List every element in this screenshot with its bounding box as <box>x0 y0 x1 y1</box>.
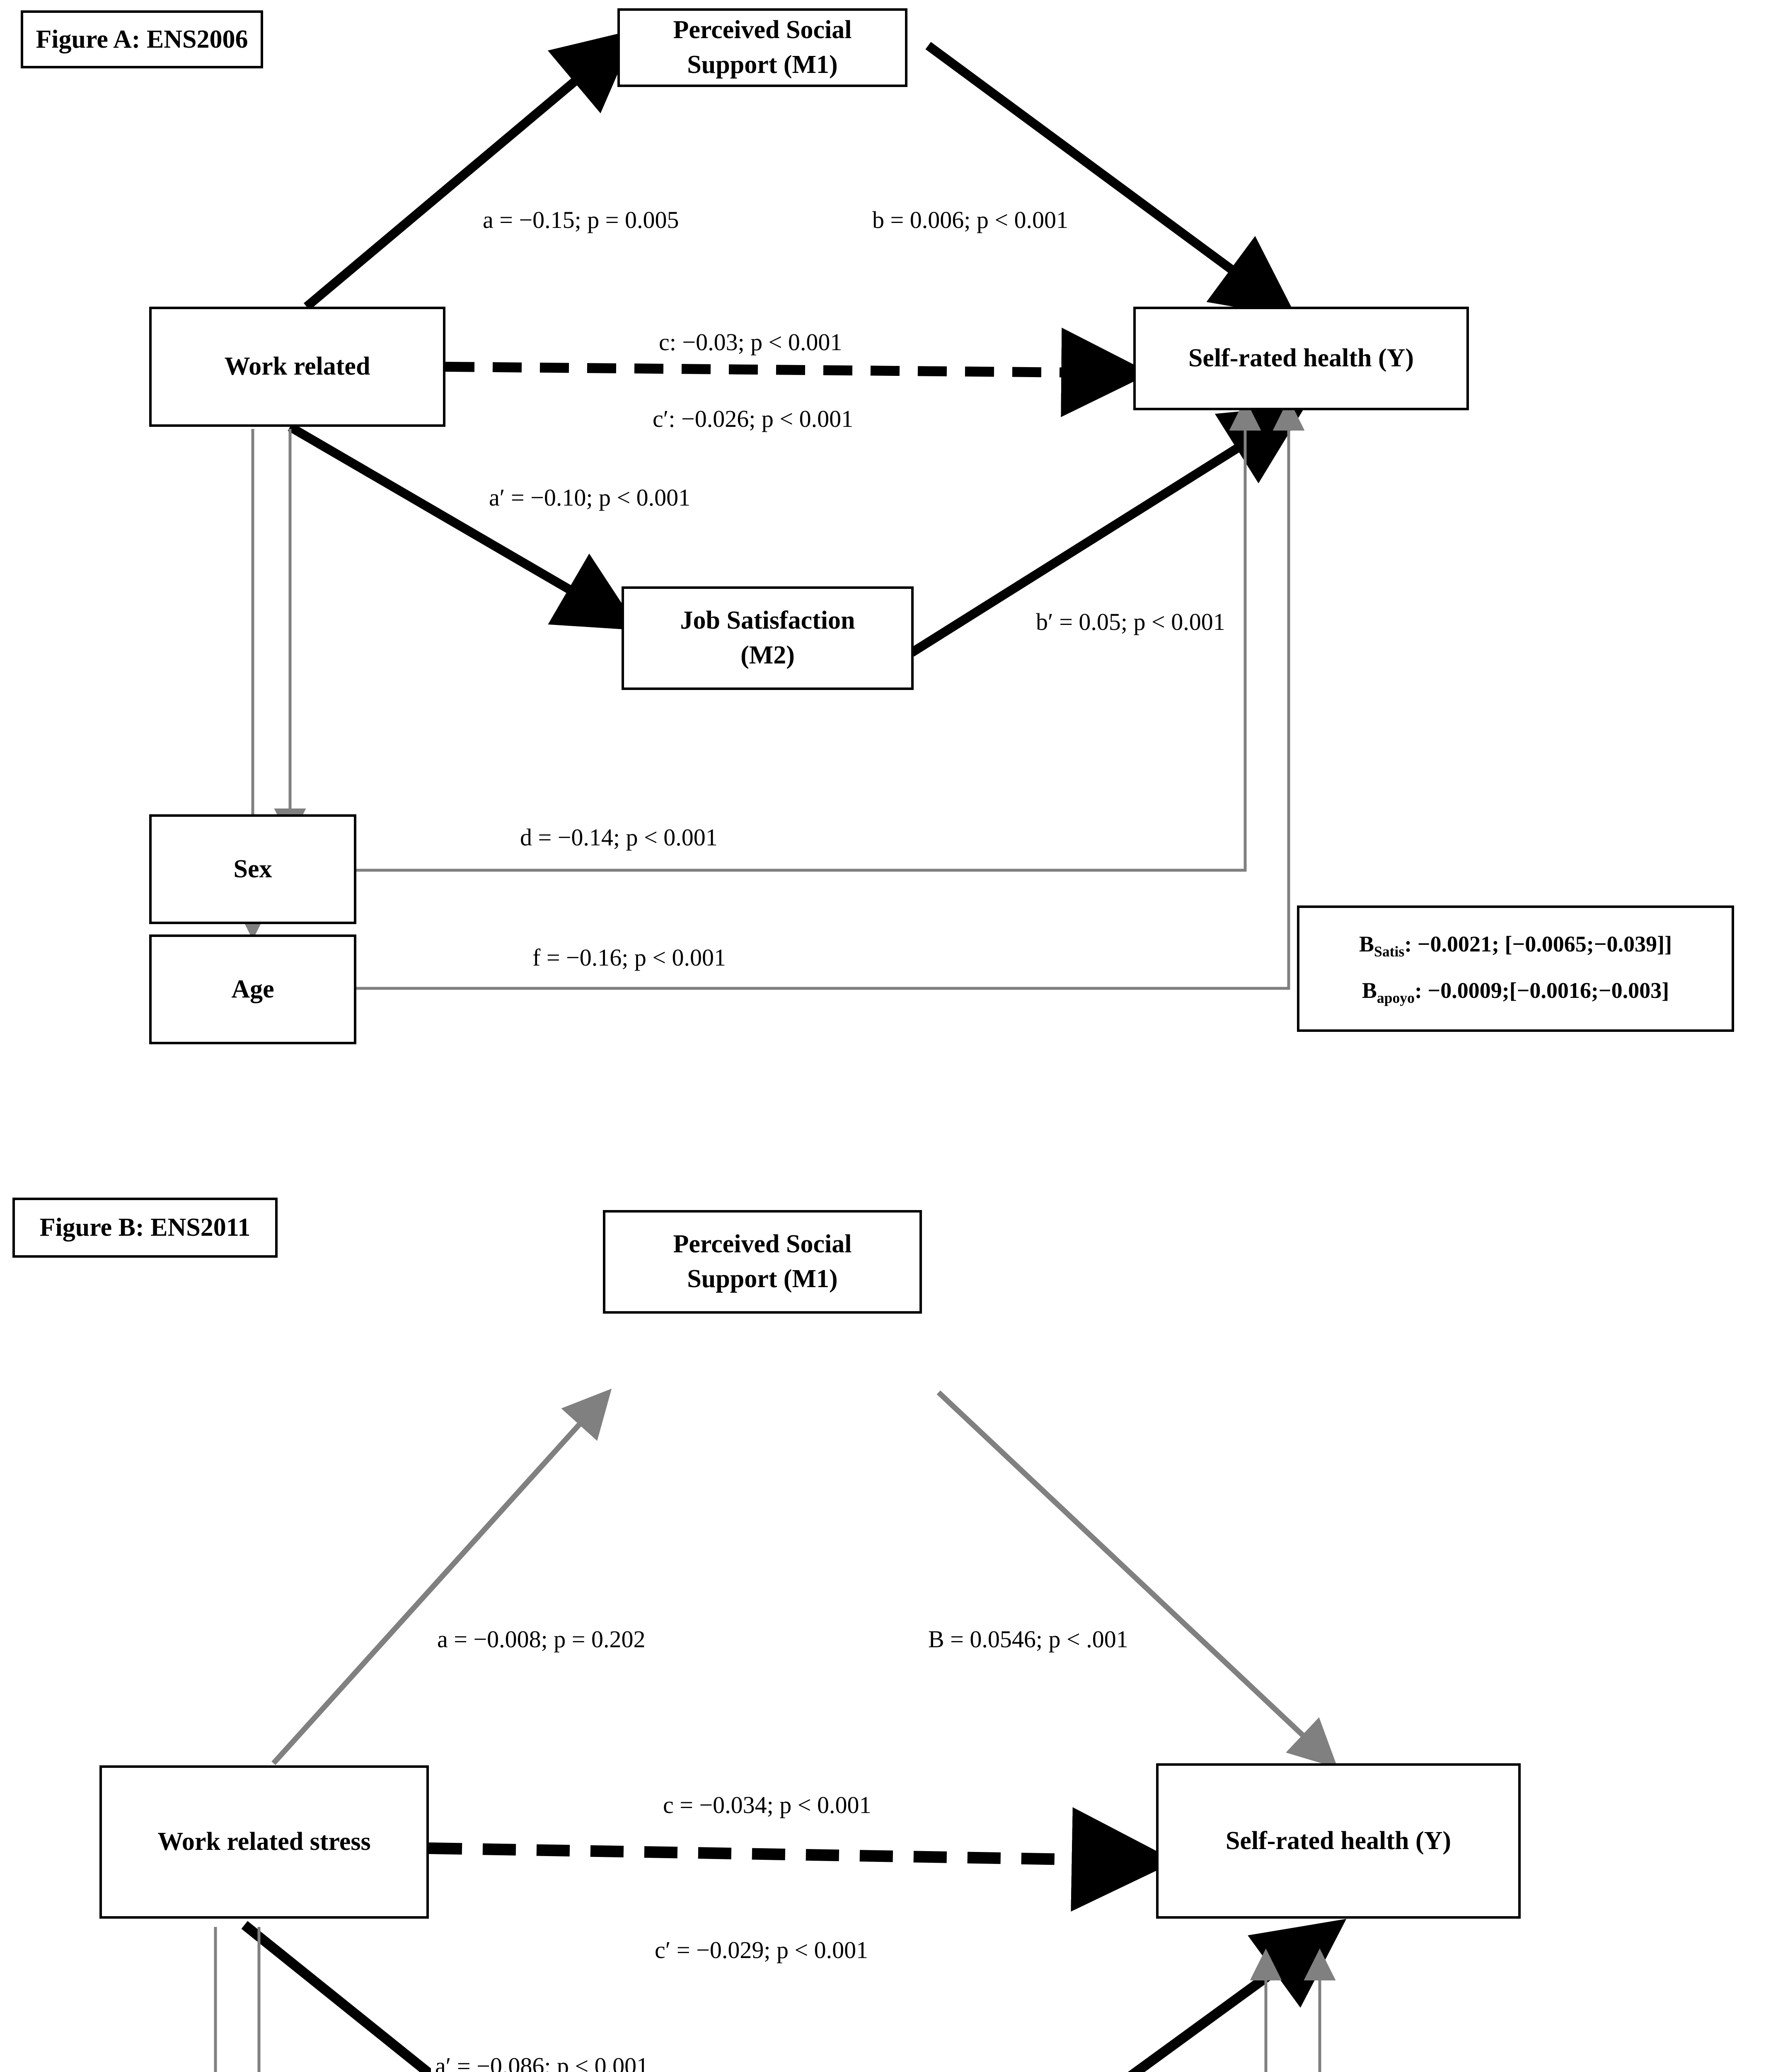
node-label-line2: Support (M1) <box>687 51 838 79</box>
node-label: Self-rated health (Y) <box>1225 1826 1452 1855</box>
figure-a-title-box: Figure A: ENS2006 <box>21 10 263 68</box>
edge-b-line <box>925 42 1297 318</box>
figure-a-edge-label-b: b = 0.006; p < 0.001 <box>868 205 1073 235</box>
node-label: Age <box>231 975 274 1003</box>
node-label: Work related <box>224 352 370 381</box>
edge-c-line <box>445 327 1151 417</box>
figure-b-panel: Figure B: ENS2011 Perceived Social Suppo… <box>0 1160 1783 2072</box>
figure-a-edge-label-d: d = −0.14; p < 0.001 <box>516 823 722 852</box>
indirect-effect-satis-value: : −0.0021; [−0.0065;−0.039]] <box>1404 931 1672 956</box>
node-label-line1: Perceived Social <box>673 1230 852 1259</box>
edge-a-line <box>271 1389 612 1765</box>
figure-a-edge-label-c: c: −0.03; p < 0.001 <box>655 327 847 357</box>
figure-a-node-job-satisfaction: Job Satisfaction (M2) <box>622 586 914 690</box>
figure-b-edge-label-a: a = −0.008; p = 0.202 <box>433 1624 650 1654</box>
edge-b-prime-line <box>1127 1919 1347 2072</box>
figure-b-title: Figure B: ENS2011 <box>39 1213 251 1242</box>
node-label-line2: Support (M1) <box>687 1265 838 1293</box>
edge-c-line <box>428 1807 1176 1912</box>
indirect-effect-apoyo-value: : −0.0009;[−0.0016;−0.003] <box>1414 978 1669 1003</box>
figure-a-indirect-effects-box: BSatis: −0.0021; [−0.0065;−0.039]] Bapoy… <box>1297 905 1734 1032</box>
figure-a-node-perceived-social-support: Perceived Social Support (M1) <box>617 8 907 87</box>
indirect-effect-satis: BSatis: −0.0021; [−0.0065;−0.039]] <box>1359 931 1672 960</box>
figure-b-edge-label-c: c = −0.034; p < 0.001 <box>659 1790 876 1820</box>
figure-a-edge-label-a: a = −0.15; p = 0.005 <box>479 205 683 235</box>
node-label-line1: Job Satisfaction <box>680 606 855 635</box>
node-label: Sex <box>233 854 272 883</box>
figure-a-node-age: Age <box>149 934 356 1044</box>
indirect-effect-apoyo-subscript: apoyo <box>1377 989 1415 1006</box>
figure-b-edge-label-b: B = 0.0546; p < .001 <box>924 1624 1132 1654</box>
figure-a-edge-label-c-prime: c′: −0.026; p < 0.001 <box>648 404 858 433</box>
edge-a-prime-line <box>241 1921 435 2072</box>
figure-b-edge-label-a-prime: a′ = −0.086; p < 0.001 <box>431 2051 653 2072</box>
figure-a-node-sex: Sex <box>149 814 356 924</box>
figure-b-node-work-related-stress: Work related stress <box>99 1765 429 1919</box>
node-label-line1: Perceived Social <box>673 16 852 44</box>
node-label: Self-rated health (Y) <box>1188 344 1414 373</box>
figure-a-edge-label-f: f = −0.16; p < 0.001 <box>528 943 731 972</box>
edge-b-line <box>936 1390 1338 1768</box>
figure-a-panel: Figure A: ENS2006 Perceived Social Suppo… <box>21 8 1734 1044</box>
figure-b-node-perceived-social-support: Perceived Social Support (M1) <box>603 1210 922 1314</box>
figure-a-node-self-rated-health: Self-rated health (Y) <box>1133 307 1469 410</box>
figure-a-node-work-related: Work related <box>149 307 445 427</box>
indirect-effect-satis-subscript: Satis <box>1374 943 1405 960</box>
figure-a-edge-label-a-prime: a′ = −0.10; p < 0.001 <box>485 483 695 512</box>
node-label-line2: (M2) <box>740 641 795 669</box>
node-label: Work related stress <box>157 1828 371 1856</box>
edge-a-prime-line <box>288 423 640 630</box>
indirect-effect-apoyo: Bapoyo: −0.0009;[−0.0016;−0.003] <box>1362 978 1669 1006</box>
figure-b-node-self-rated-health: Self-rated health (Y) <box>1156 1763 1521 1919</box>
figure-a-edge-label-b-prime: b′ = 0.05; p < 0.001 <box>1032 607 1229 637</box>
figure-b-title-box: Figure B: ENS2011 <box>12 1198 278 1258</box>
edge-a-line <box>303 29 637 310</box>
figure-b-edge-label-c-prime: c′ = −0.029; p < 0.001 <box>651 1935 873 1965</box>
figure-a-title: Figure A: ENS2006 <box>36 25 248 53</box>
